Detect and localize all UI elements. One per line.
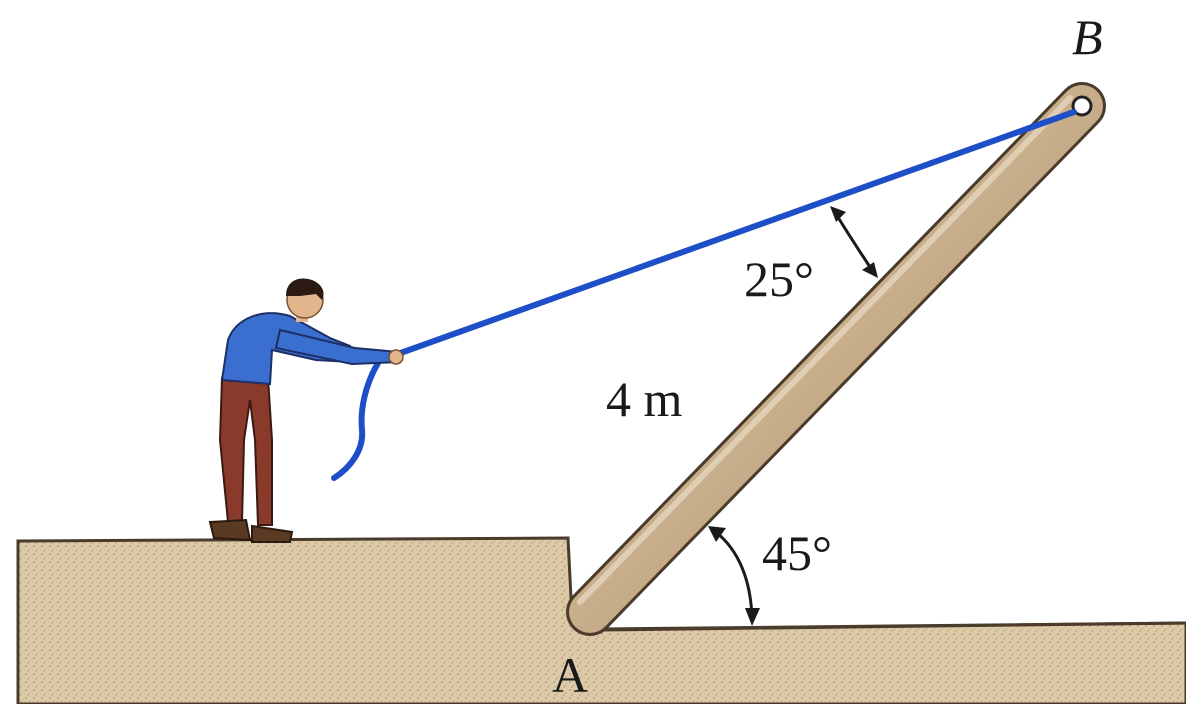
length-label: 4 m [606, 371, 683, 427]
angle-45-marker [708, 526, 760, 626]
angle-rope-label: 25° [744, 251, 814, 307]
ground [16, 536, 1186, 704]
rope-taut [392, 109, 1077, 358]
rope [331, 109, 1077, 481]
rope-slack [331, 360, 381, 481]
lower-ground-edge [599, 621, 1186, 631]
angle-25-marker [830, 206, 878, 278]
person-icon [208, 278, 404, 543]
angle-ground-label: 45° [762, 525, 832, 581]
point-b-label: B [1072, 9, 1103, 65]
pole [566, 82, 1106, 636]
point-a-label: A [552, 647, 589, 703]
pin-b-icon [1071, 95, 1093, 117]
